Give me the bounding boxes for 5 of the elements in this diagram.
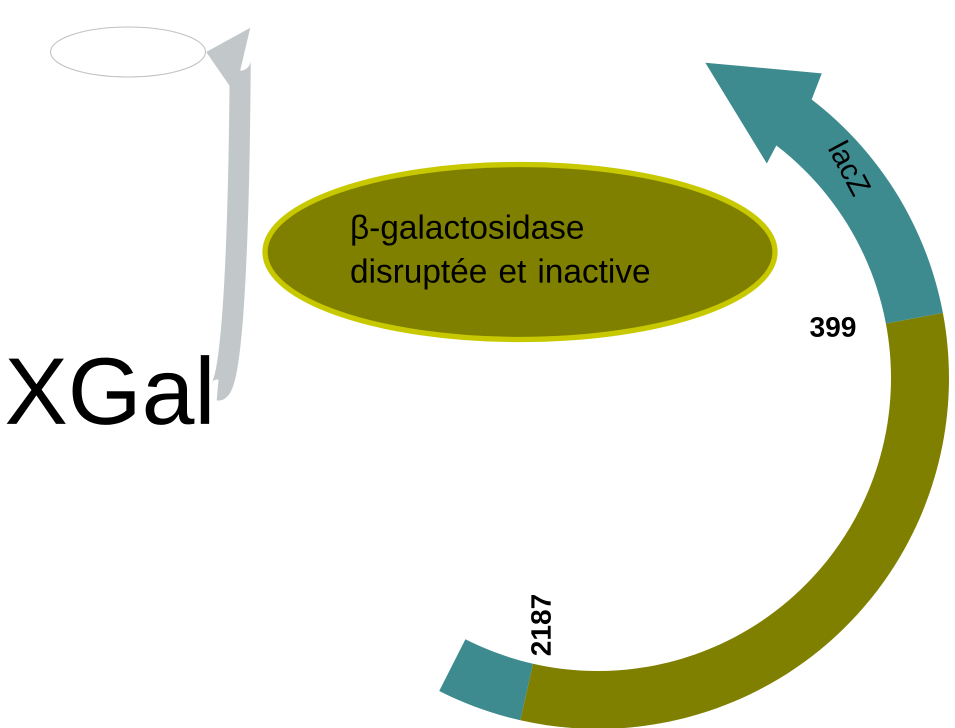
substrate-label: XGal — [6, 355, 210, 425]
position-label: 399 — [810, 317, 856, 337]
position-label: 2187 — [531, 594, 551, 656]
gene-label: lacZ — [828, 140, 872, 198]
product-ellipse — [50, 26, 206, 78]
